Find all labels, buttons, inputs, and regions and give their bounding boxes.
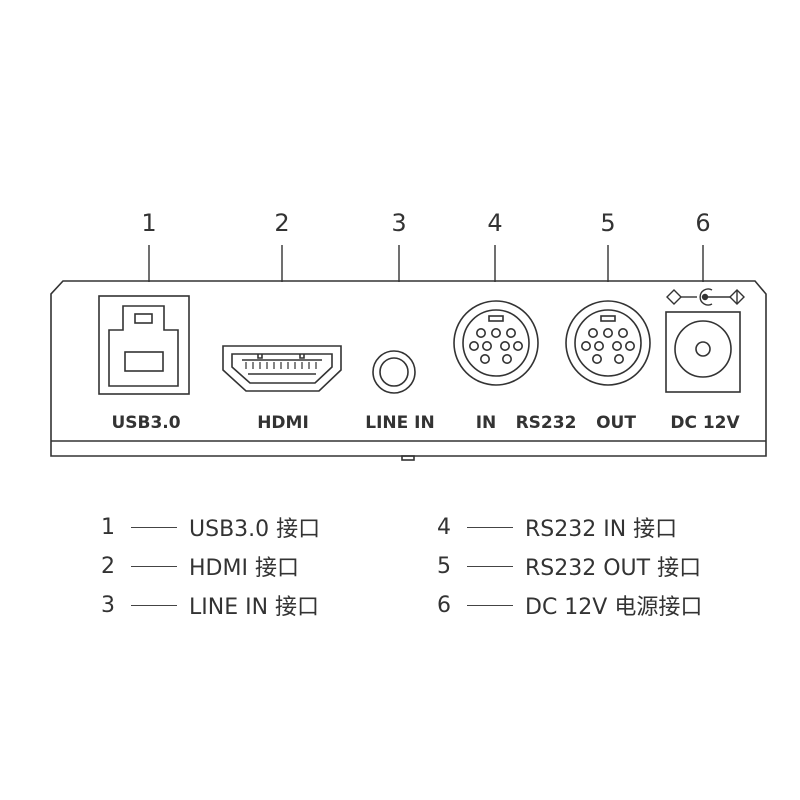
- dc-polarity-icon: [666, 288, 745, 306]
- dc-label: DC 12V: [670, 413, 740, 433]
- callout-1: 1: [141, 209, 156, 237]
- hdmi-pins: [245, 362, 317, 369]
- legend-number: 3: [101, 592, 115, 618]
- legend-dash: [467, 565, 513, 567]
- dc-power-jack-icon: [665, 311, 741, 393]
- usb3-port-icon: [98, 295, 190, 395]
- legend-number: 6: [437, 592, 451, 618]
- legend-item-5: 5 RS232 OUT 接口: [437, 551, 702, 582]
- legend-number: 4: [437, 514, 451, 540]
- legend-item-4: 4 RS232 IN 接口: [437, 512, 678, 543]
- legend-text: HDMI 接口: [189, 556, 299, 581]
- device-body: [50, 280, 767, 461]
- legend-number: 5: [437, 553, 451, 579]
- usb3-label: USB3.0: [111, 413, 180, 433]
- legend-number: 1: [101, 514, 115, 540]
- legend-item-6: 6 DC 12V 电源接口: [437, 590, 703, 621]
- hdmi-label: HDMI: [257, 413, 309, 433]
- legend-dash: [467, 526, 513, 528]
- callout-3: 3: [391, 209, 406, 237]
- callout-4: 4: [487, 209, 502, 237]
- legend-item-2: 2 HDMI 接口: [101, 551, 299, 582]
- legend-dash: [131, 565, 177, 567]
- rs232-out-port-icon: [565, 300, 651, 386]
- legend-number: 2: [101, 553, 115, 579]
- line-in-label: LINE IN: [365, 413, 434, 433]
- legend-item-1: 1 USB3.0 接口: [101, 512, 321, 543]
- rs232-in-port-icon: [453, 300, 539, 386]
- legend-text: LINE IN 接口: [189, 595, 320, 620]
- rs232-label: RS232: [516, 413, 577, 433]
- callout-2: 2: [274, 209, 289, 237]
- legend-dash: [131, 604, 177, 606]
- legend-text: RS232 OUT 接口: [525, 556, 702, 581]
- legend-text: DC 12V 电源接口: [525, 595, 703, 620]
- legend-dash: [467, 604, 513, 606]
- callout-5: 5: [600, 209, 615, 237]
- callout-leaders: [148, 245, 704, 282]
- hdmi-port-icon: [222, 345, 342, 392]
- legend-item-3: 3 LINE IN 接口: [101, 590, 320, 621]
- line-in-jack-icon: [372, 350, 416, 394]
- legend-text: RS232 IN 接口: [525, 517, 678, 542]
- legend-dash: [131, 526, 177, 528]
- callout-6: 6: [695, 209, 710, 237]
- rs232-in-label: IN: [476, 413, 497, 433]
- rs232-out-label: OUT: [596, 413, 636, 433]
- legend-text: USB3.0 接口: [189, 517, 321, 542]
